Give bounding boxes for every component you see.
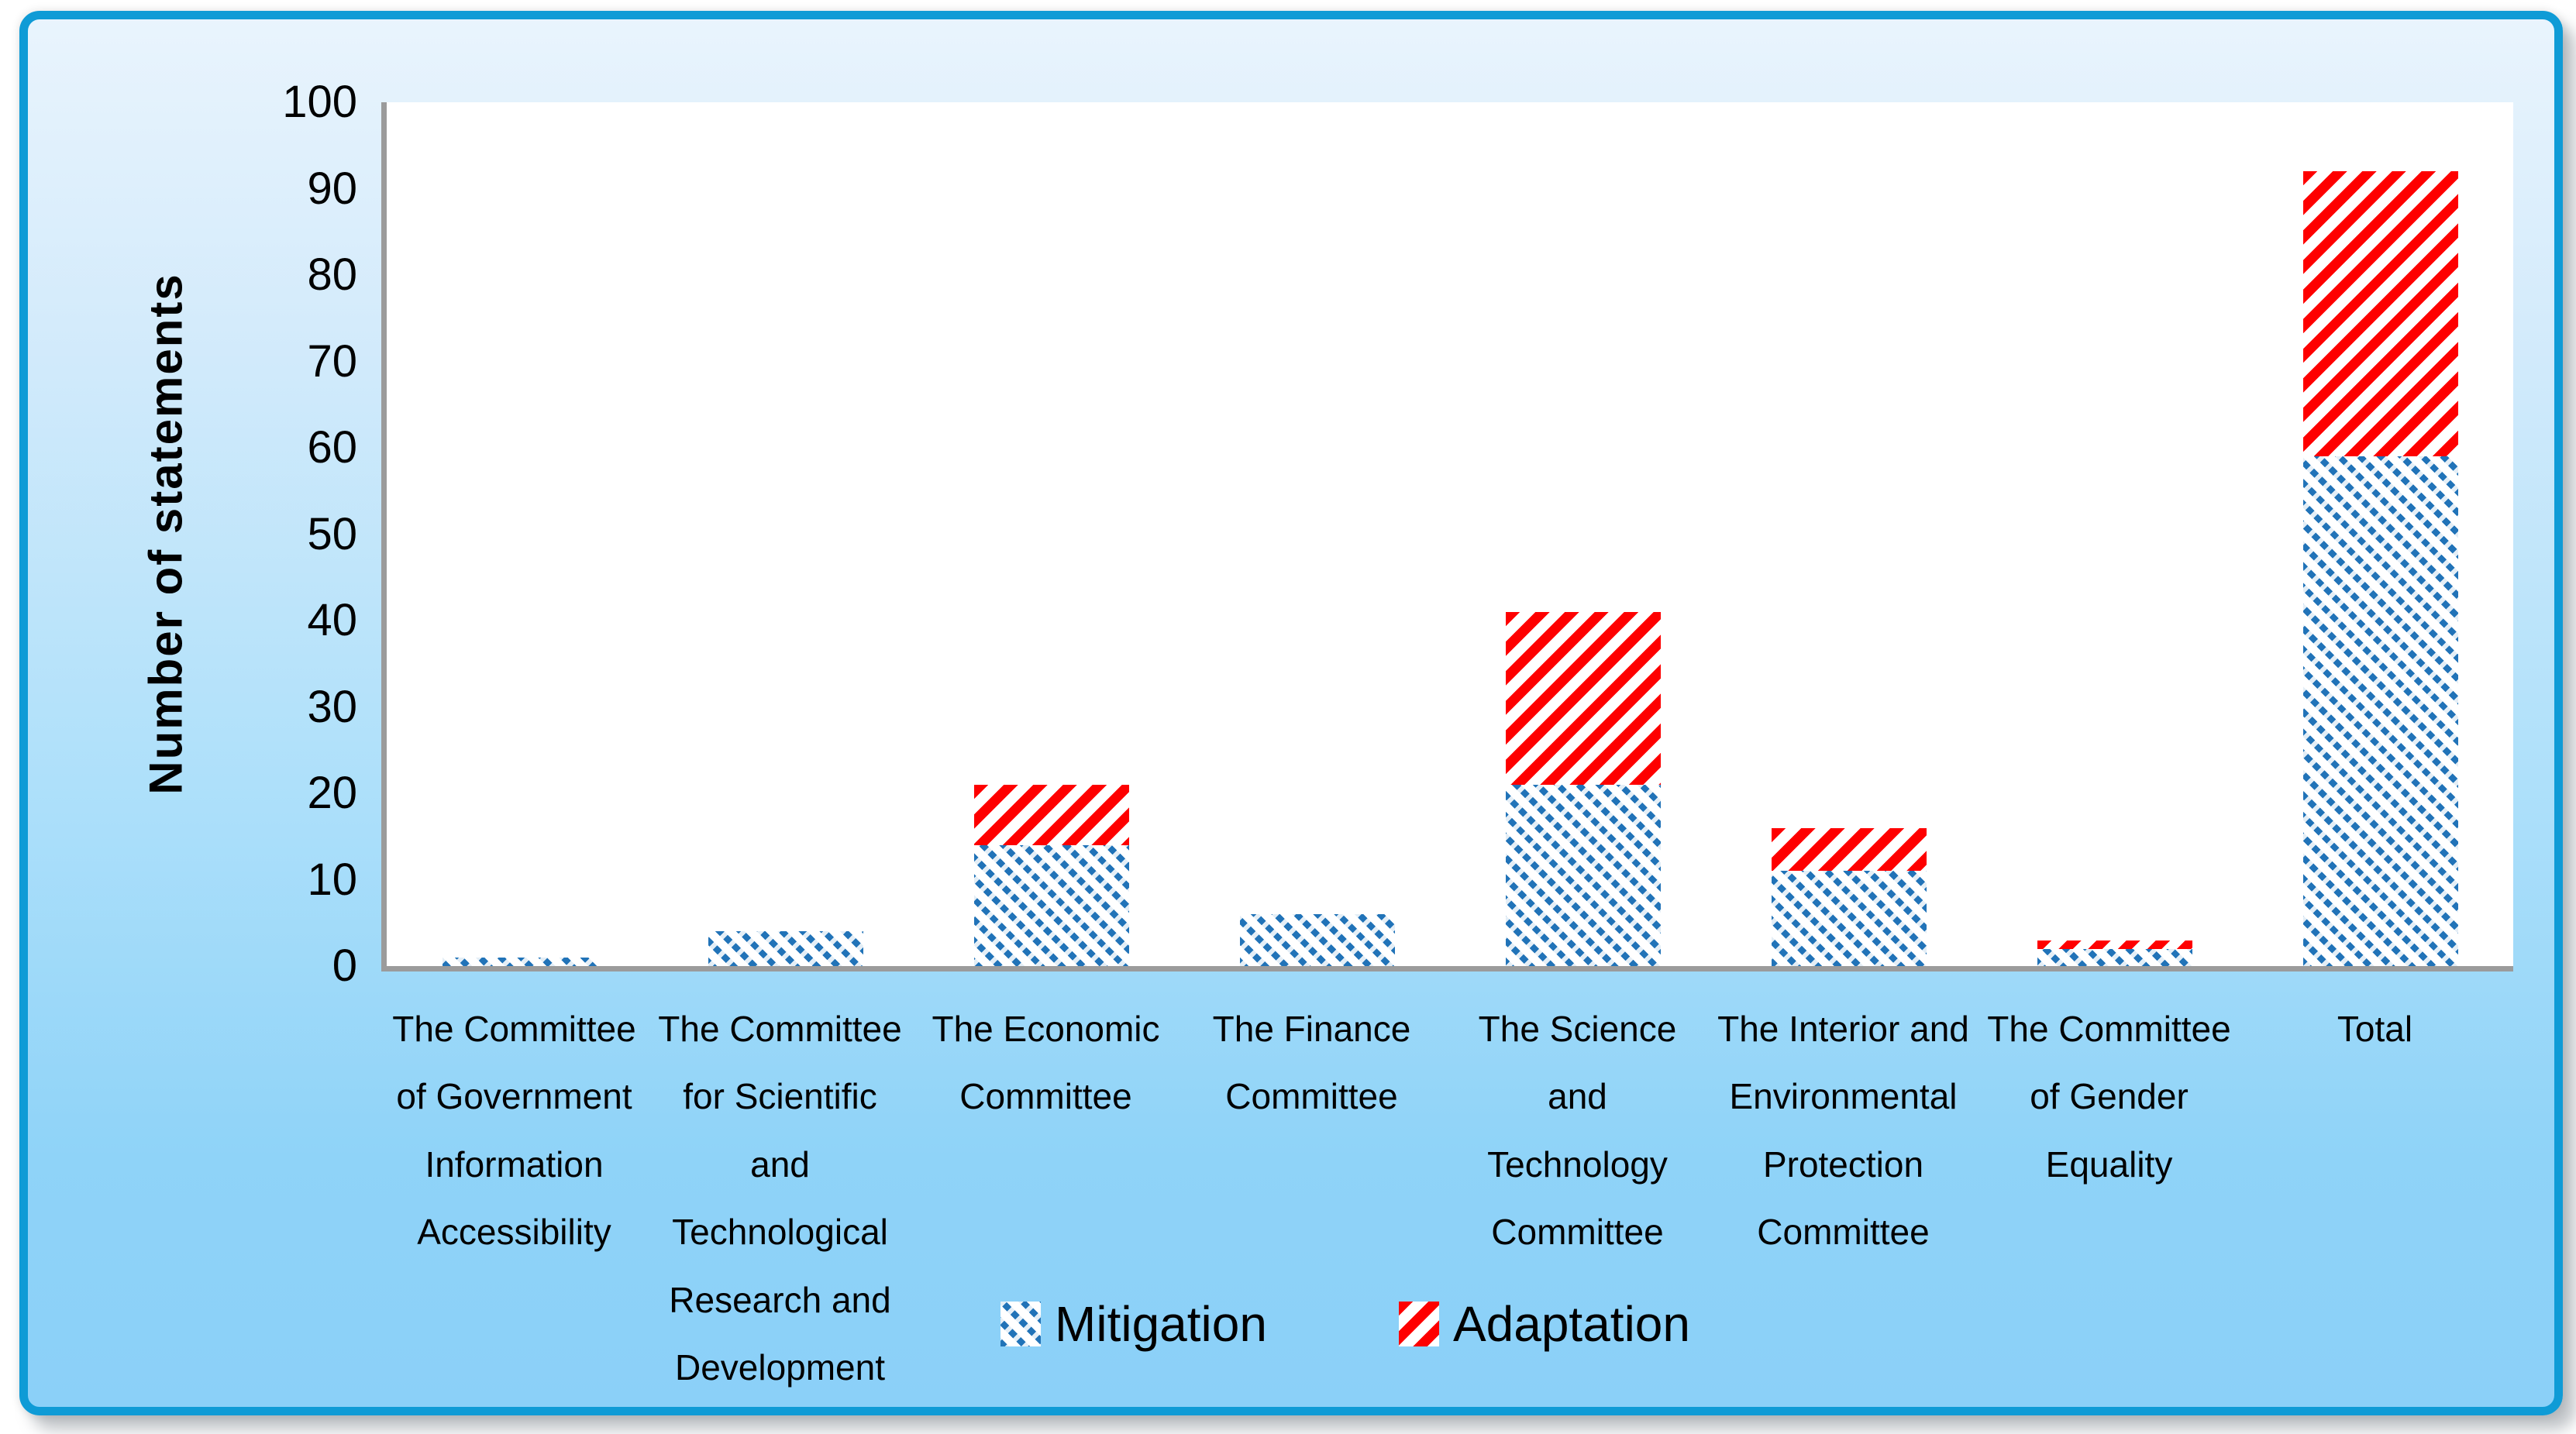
x-category-label: The Committee for Scientific and Technol… xyxy=(658,1009,902,1388)
bar-segment-adaptation xyxy=(973,784,1129,845)
bar-segment-mitigation xyxy=(973,844,1129,966)
bar-segment-mitigation xyxy=(708,931,863,966)
stacked-bar xyxy=(2037,940,2192,966)
bar-segment-mitigation xyxy=(2302,456,2458,966)
stacked-bar xyxy=(1505,611,1661,966)
bar-slot xyxy=(1450,102,1716,966)
y-tick-label: 90 xyxy=(307,163,357,214)
y-tick-label: 10 xyxy=(307,854,357,905)
y-axis-tick-labels: 0 10 20 30 40 50 60 70 80 90 100 xyxy=(28,80,357,989)
bar-segment-mitigation xyxy=(1505,784,1661,966)
x-category-label: The Committee of Government Information … xyxy=(392,1009,636,1253)
y-tick-label: 30 xyxy=(307,681,357,732)
mitigation-hatch-swatch-icon xyxy=(1000,1302,1042,1346)
legend-label-mitigation: Mitigation xyxy=(1055,1296,1267,1352)
y-tick-label: 60 xyxy=(307,422,357,473)
bar-slot xyxy=(2247,102,2513,966)
y-tick-label: 70 xyxy=(307,335,357,387)
stacked-bar xyxy=(1771,827,1927,966)
stacked-bar xyxy=(2302,171,2458,966)
legend-item-mitigation: Mitigation xyxy=(1000,1299,1267,1349)
bar-segment-adaptation xyxy=(2037,940,2192,949)
plot-area xyxy=(381,102,2513,971)
bar-segment-adaptation xyxy=(1771,827,1927,872)
bar-slot xyxy=(1982,102,2247,966)
stacked-bar xyxy=(1239,914,1395,966)
legend-label-adaptation: Adaptation xyxy=(1452,1296,1690,1352)
bar-slot xyxy=(918,102,1184,966)
bar-segment-mitigation xyxy=(1771,871,1927,966)
stacked-bar xyxy=(708,931,863,966)
x-category-label: The Science and Technology Committee xyxy=(1478,1009,1677,1253)
bar-slot xyxy=(1184,102,1450,966)
x-category-label: The Committee of Gender Equality xyxy=(1987,1009,2231,1185)
stacked-bar xyxy=(973,784,1129,966)
bars-container xyxy=(387,102,2513,966)
x-category-label: Total xyxy=(2337,1009,2413,1049)
y-tick-label: 50 xyxy=(307,508,357,559)
bar-segment-adaptation xyxy=(2302,171,2458,457)
x-axis-category-labels: The Committee of Government Information … xyxy=(381,996,2508,1401)
x-category-label: The Economic Committee xyxy=(932,1009,1160,1117)
adaptation-hatch-swatch-icon xyxy=(1398,1302,1439,1346)
x-category-label: The Finance Committee xyxy=(1212,1009,1411,1117)
legend: Mitigation Adaptation xyxy=(1000,1299,1690,1349)
y-tick-label: 80 xyxy=(307,249,357,300)
bar-slot xyxy=(1716,102,1982,966)
bar-segment-mitigation xyxy=(442,957,598,966)
y-tick-label: 20 xyxy=(307,768,357,818)
stacked-bar xyxy=(442,957,598,966)
bar-segment-adaptation xyxy=(1505,611,1661,785)
y-tick-label: 40 xyxy=(307,595,357,645)
bar-slot xyxy=(653,102,918,966)
bar-segment-mitigation xyxy=(2037,948,2192,966)
bar-segment-mitigation xyxy=(1239,914,1395,966)
bar-slot xyxy=(387,102,653,966)
x-category-label: The Interior and Environmental Protectio… xyxy=(1717,1009,1969,1253)
y-tick-label: 0 xyxy=(332,941,357,991)
y-tick-label: 100 xyxy=(282,77,357,127)
legend-item-adaptation: Adaptation xyxy=(1398,1296,1690,1352)
